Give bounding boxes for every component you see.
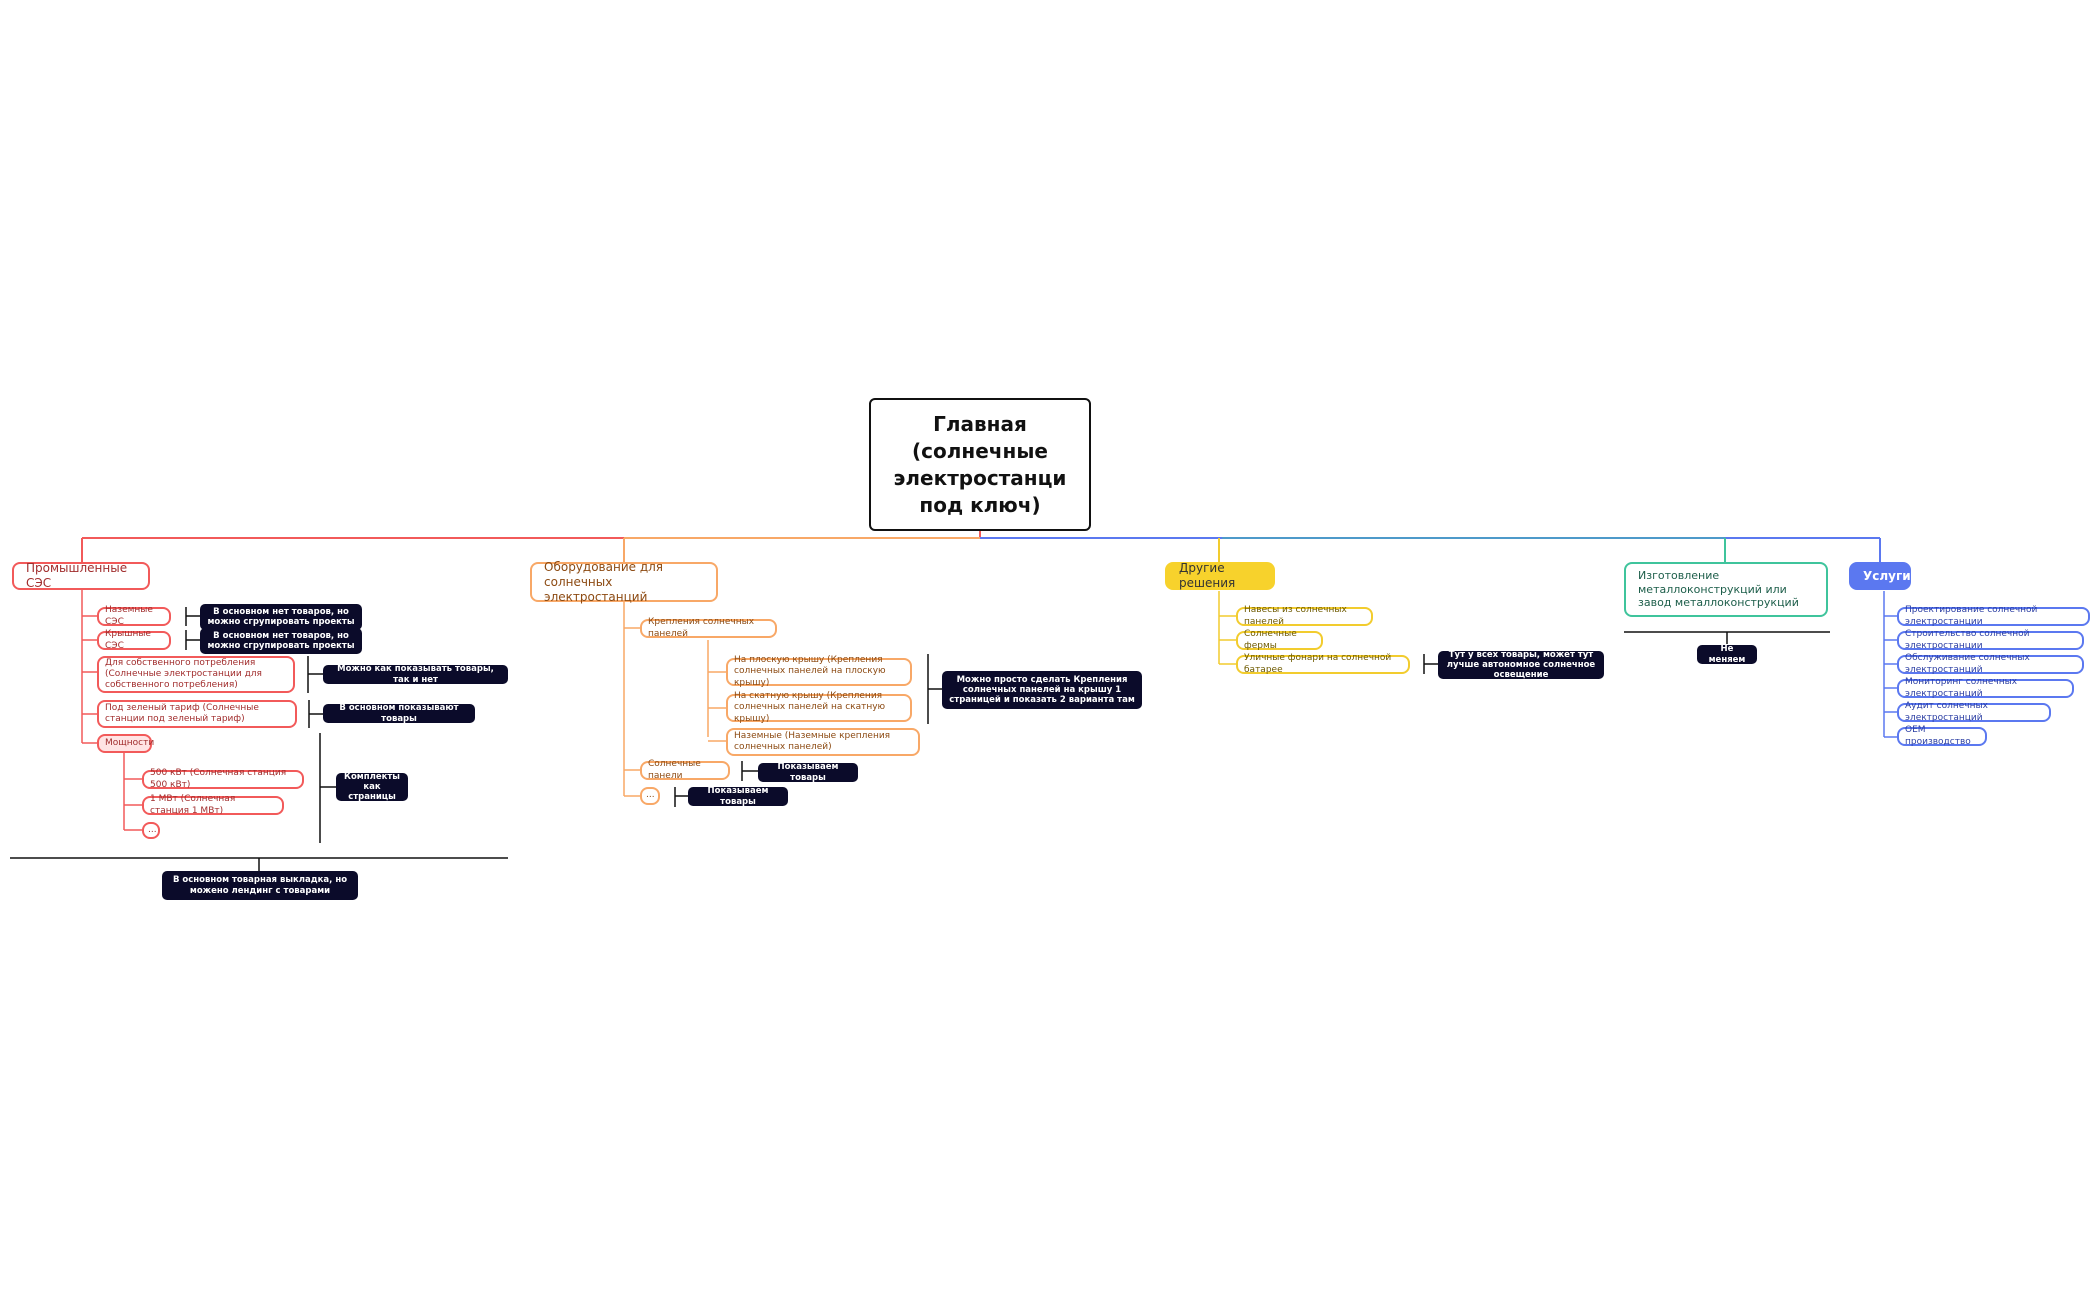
node-ground-mounts[interactable]: Наземные (Наземные крепления солнечных п…	[726, 728, 920, 756]
note-industrial-summary[interactable]: В основном товарная выкладка, но можено …	[162, 871, 358, 900]
node-solar-panels[interactable]: Солнечные панели	[640, 759, 730, 781]
node-solar-farms-label: Солнечные фермы	[1244, 629, 1297, 651]
note-equipment-more-text: Показываем товары	[707, 786, 769, 807]
service-item-label: Мониторинг солнечных электростанций	[1905, 677, 2018, 699]
branch-services[interactable]: Услуги	[1849, 562, 1911, 590]
node-own-consumption[interactable]: Для собственного потребления (Солнечные …	[97, 656, 295, 693]
note-ground-ses[interactable]: В основном нет товаров, но можно сгрупир…	[200, 604, 362, 630]
node-power-more[interactable]: ...	[142, 822, 160, 839]
note-industrial-summary-text: В основном товарная выкладка, но можено …	[172, 875, 348, 896]
note-roof-mounts-text: Можно просто сделать Крепления солнечных…	[949, 674, 1135, 706]
node-500kw[interactable]: 500 кВт (Солнечная станция 500 кВт)	[142, 768, 304, 790]
node-panel-mounts[interactable]: Крепления солнечных панелей	[640, 617, 777, 639]
node-ground-ses-label: Наземные СЭС	[105, 605, 153, 627]
node-equipment-more[interactable]: ...	[640, 787, 660, 805]
note-street-lamps-text: Тут у всех товары, может тут лучше автон…	[1446, 649, 1596, 681]
service-item[interactable]: Проектирование солнечной электростанции	[1897, 605, 2090, 627]
note-roof-mounts[interactable]: Можно просто сделать Крепления солнечных…	[942, 671, 1142, 709]
node-flat-roof[interactable]: На плоскую крышу (Крепления солнечных па…	[726, 655, 912, 688]
note-solar-panels-text: Показываем товары	[777, 762, 839, 783]
node-equipment-more-label: ...	[646, 790, 655, 801]
branch-industrial[interactable]: Промышленные СЭС	[12, 561, 150, 590]
node-street-lamps[interactable]: Уличные фонари на солнечной батарее	[1236, 653, 1410, 675]
root-title: Главная (солнечные электростанци под клю…	[893, 411, 1067, 517]
service-item-label: ОЕМ производство	[1905, 725, 1971, 747]
note-own-consumption[interactable]: Можно как показывать товары, так и нет	[323, 664, 508, 685]
node-panel-mounts-label: Крепления солнечных панелей	[648, 617, 755, 639]
node-canopies[interactable]: Навесы из солнечных панелей	[1236, 605, 1373, 627]
note-green-tariff[interactable]: В основном показывают товары	[323, 703, 475, 724]
node-pitched-roof-label: На скатную крышу (Крепления солнечных па…	[734, 691, 886, 724]
node-1mw[interactable]: 1 МВт (Солнечная станция 1 МВт)	[142, 794, 284, 816]
node-power-more-label: ...	[148, 824, 157, 835]
node-green-tariff[interactable]: Под зеленый тариф (Солнечные станции под…	[97, 700, 297, 728]
note-green-tariff-text: В основном показывают товары	[339, 703, 459, 724]
branch-equipment-title: Оборудование для солнечных электростанци…	[544, 559, 663, 604]
node-power[interactable]: Мощности	[97, 734, 155, 753]
service-item-label: Строительство солнечной электростанции	[1905, 629, 2030, 651]
node-street-lamps-label: Уличные фонари на солнечной батарее	[1244, 653, 1392, 675]
node-flat-roof-label: На плоскую крышу (Крепления солнечных па…	[734, 655, 886, 688]
node-own-consumption-label: Для собственного потребления (Солнечные …	[105, 657, 262, 691]
node-ground-mounts-label: Наземные (Наземные крепления солнечных п…	[734, 730, 891, 752]
service-item-label: Аудит солнечных электростанций	[1905, 701, 1988, 723]
node-green-tariff-label: Под зеленый тариф (Солнечные станции под…	[105, 702, 259, 724]
node-solar-farms[interactable]: Солнечные фермы	[1236, 629, 1323, 651]
note-own-consumption-text: Можно как показывать товары, так и нет	[337, 664, 494, 685]
node-solar-panels-label: Солнечные панели	[648, 759, 701, 781]
note-street-lamps[interactable]: Тут у всех товары, может тут лучше автон…	[1438, 649, 1604, 681]
node-pitched-roof[interactable]: На скатную крышу (Крепления солнечных па…	[726, 691, 912, 724]
node-roof-ses-label: Крышные СЭС	[105, 629, 151, 651]
root-node[interactable]: Главная (солнечные электростанци под клю…	[869, 398, 1091, 531]
service-item[interactable]: Мониторинг солнечных электростанций	[1897, 677, 2074, 699]
note-ground-ses-text: В основном нет товаров, но можно сгрупир…	[207, 606, 355, 627]
note-roof-ses[interactable]: В основном нет товаров, но можно сгрупир…	[200, 628, 362, 654]
note-sets-as-pages[interactable]: Комплекты как страницы	[336, 771, 408, 803]
service-item[interactable]: Строительство солнечной электростанции	[1897, 629, 2084, 651]
service-item[interactable]: Обслуживание солнечных электростанций	[1897, 653, 2084, 675]
node-1mw-label: 1 МВт (Солнечная станция 1 МВт)	[150, 794, 236, 816]
note-sets-as-pages-text: Комплекты как страницы	[344, 771, 400, 803]
note-metal-unchanged[interactable]: Не меняем	[1697, 644, 1757, 665]
node-power-label: Мощности	[105, 737, 155, 748]
branch-services-title: Услуги	[1863, 568, 1911, 583]
service-item-label: Обслуживание солнечных электростанций	[1905, 653, 2030, 675]
branch-equipment[interactable]: Оборудование для солнечных электростанци…	[530, 559, 718, 604]
branch-other-solutions[interactable]: Другие решения	[1165, 561, 1275, 590]
node-roof-ses[interactable]: Крышные СЭС	[97, 629, 171, 651]
service-item-label: Проектирование солнечной электростанции	[1905, 605, 2038, 627]
branch-metal-structures[interactable]: Изготовление металлоконструкций или заво…	[1624, 562, 1828, 617]
node-canopies-label: Навесы из солнечных панелей	[1244, 605, 1347, 627]
branch-metal-structures-title: Изготовление металлоконструкций или заво…	[1638, 568, 1799, 610]
note-roof-ses-text: В основном нет товаров, но можно сгрупир…	[207, 630, 355, 651]
node-500kw-label: 500 кВт (Солнечная станция 500 кВт)	[150, 768, 287, 790]
note-solar-panels[interactable]: Показываем товары	[758, 762, 858, 783]
node-ground-ses[interactable]: Наземные СЭС	[97, 605, 171, 627]
branch-other-solutions-title: Другие решения	[1179, 561, 1236, 590]
service-item[interactable]: Аудит солнечных электростанций	[1897, 701, 2051, 723]
note-metal-unchanged-text: Не меняем	[1708, 644, 1746, 665]
service-item[interactable]: ОЕМ производство	[1897, 725, 1987, 747]
branch-industrial-title: Промышленные СЭС	[26, 561, 128, 590]
note-equipment-more[interactable]: Показываем товары	[688, 786, 788, 807]
